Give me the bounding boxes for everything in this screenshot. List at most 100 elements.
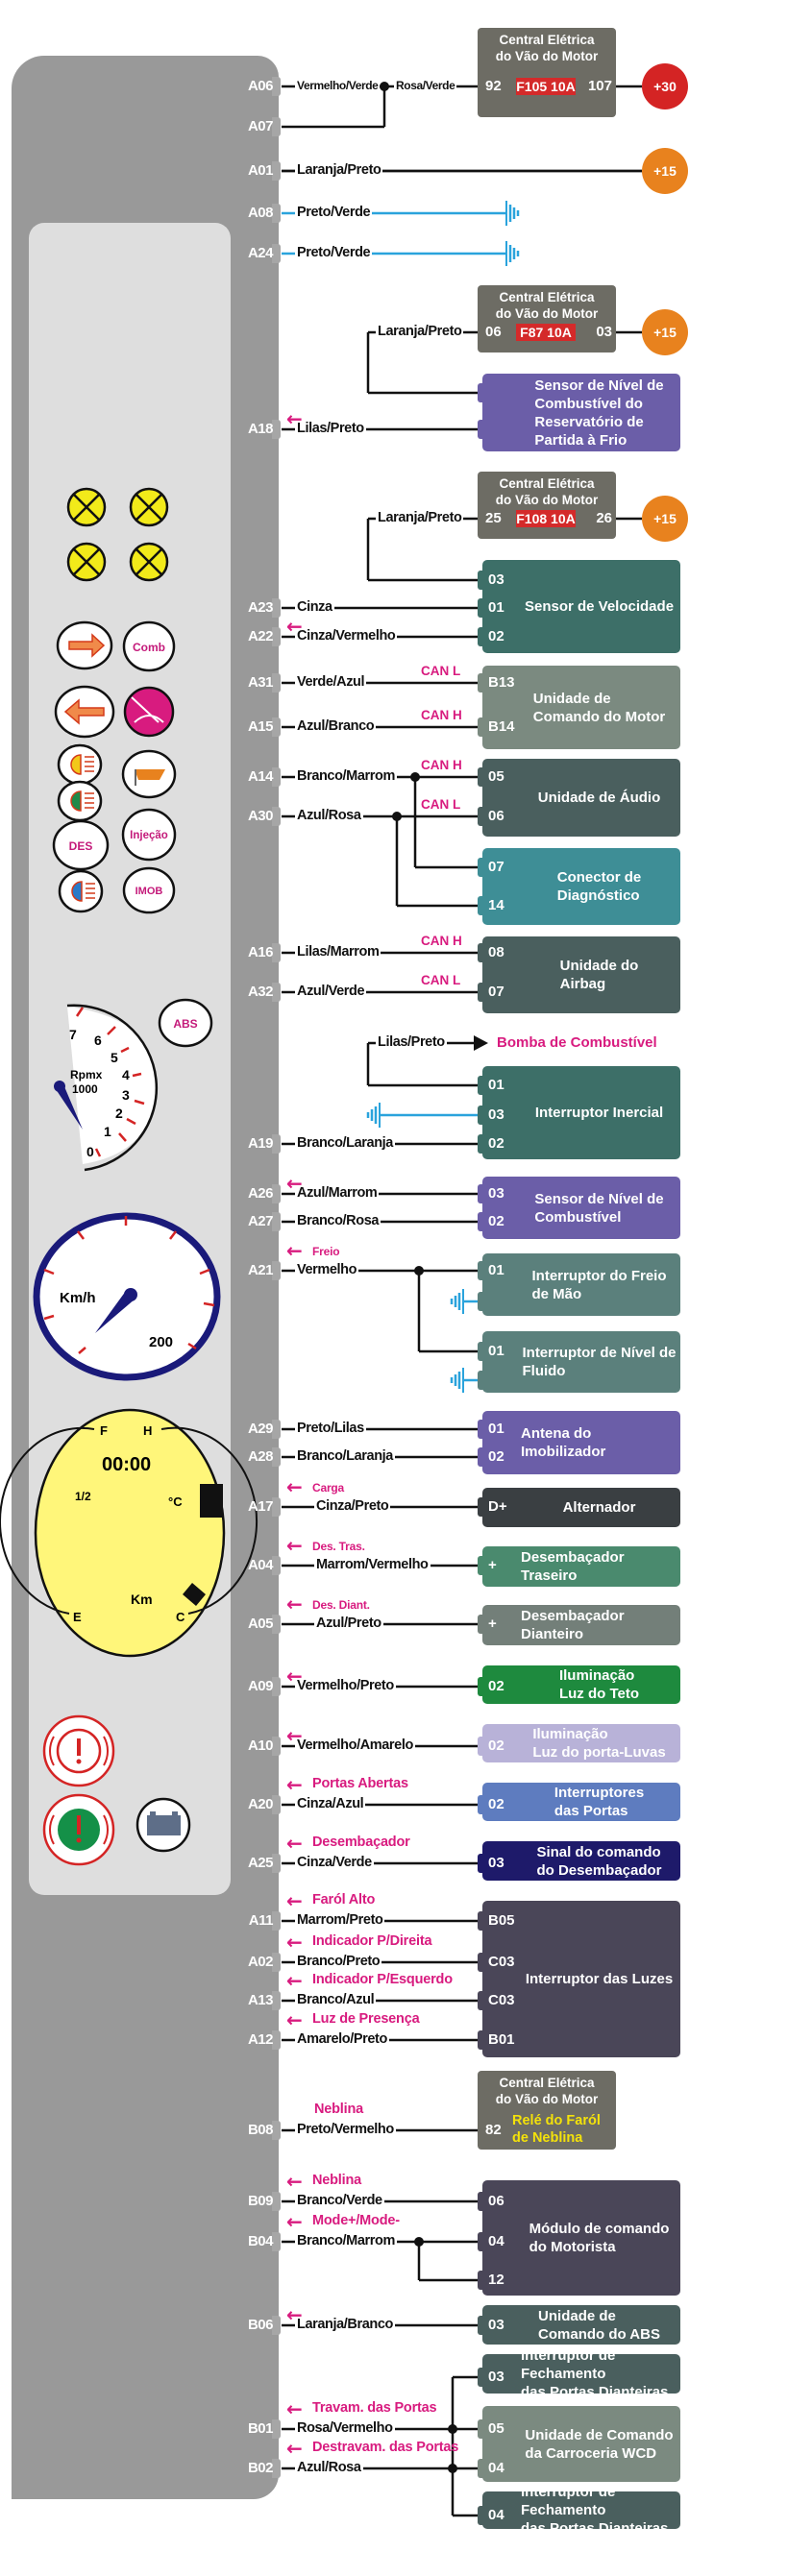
speed-needle [95,1291,135,1333]
pin-notch [478,896,485,915]
wire-color-label: Branco/Verde [295,2192,384,2209]
power-supply-3: +15 [642,496,688,542]
component-pin: 01 [488,1262,504,1278]
connector-pin-tab [272,1447,281,1467]
connector-pin-id: A04 [247,1557,274,1573]
arrow-left-icon: ← [286,2303,303,2326]
component-title: Sensor de Velocidade [524,598,675,615]
fuel-indicator [122,620,176,672]
signal-label: Indicador P/Direita [312,1933,432,1949]
component-pin: 05 [488,768,504,785]
fuel-pump-label: Bomba de Combustível [497,1034,657,1051]
connector-pin-id: A32 [247,984,274,1000]
pin-notch [478,1447,485,1467]
connector-pin-tab [272,1795,281,1814]
component-pin: 02 [488,1448,504,1465]
connector-pin-id: A13 [247,1992,274,2008]
bulb-icon [129,542,169,582]
temp-cold-label: C [176,1610,185,1624]
connector-pin-tab [272,598,281,618]
central-pin-out: 03 [596,324,612,340]
arrow-left-icon: ← [286,1832,303,1855]
pin-notch [478,2271,485,2290]
component-title: Antena do Imobilizador [521,1425,606,1460]
wire-color-label: Cinza/Preto [314,1497,391,1515]
pin-notch [478,2368,485,2387]
component-pin: 02 [488,1796,504,1812]
connector-pin-id: A12 [247,2031,274,2048]
tach-tick-6: 6 [94,1033,102,1048]
lamp-icon-group [66,487,169,582]
connector-pin-tab [272,627,281,646]
odometer-label: Km [131,1592,153,1607]
arrow-left-icon: ← [286,615,303,638]
connector-pin-id: A14 [247,768,274,785]
connector-pin-tab [272,2419,281,2439]
connector-pin-id: A05 [247,1616,274,1632]
headlamp-icon [71,881,95,902]
pin-notch [478,717,485,737]
component-title: Desembaçador Traseiro [521,1549,625,1584]
gauge-warning-icon [123,686,175,738]
connector-pin-id: A27 [247,1213,274,1229]
component-title: Unidade de Comando do ABS [538,2307,660,2343]
connector-pin-id: B02 [247,2460,274,2476]
component-title: Interruptor de Fechamento das Portas Dia… [521,2484,669,2537]
tach-tick-1: 1 [104,1124,111,1139]
component-pin: 08 [488,944,504,960]
component-pin: B01 [488,2031,515,2048]
tach-tick-5: 5 [111,1050,118,1065]
component-title: Módulo de comando do Motorista [529,2221,670,2255]
connector-pin-tab [272,767,281,787]
pin-notch [478,1677,485,1696]
wire-color-label: Laranja/Branco [295,2316,395,2333]
pin-notch [478,1615,485,1634]
central-pin-out: 26 [596,510,612,526]
connector-pin-tab [272,943,281,962]
temp-unit-label: °C [168,1495,183,1509]
signal-label: Travam. das Portas [312,2400,437,2416]
pin-notch [478,1556,485,1575]
connector-pin-tab [272,717,281,737]
arrow-left-icon: ← [286,407,303,430]
wire-color-label: Rosa/Verde [394,77,457,94]
pin-notch [478,1292,485,1311]
connector-pin-tab [272,673,281,693]
component-title: Unidade de Comando da Carroceria WCD [525,2426,674,2462]
fuel-temperature-gauge: F H 00:00 1/2 °C Km E C [0,1408,258,1658]
component-title: Iluminação Luz do Teto [558,1667,640,1702]
oil-can-icon [135,769,165,786]
component-pin: 14 [488,897,504,913]
ground-icon [450,1289,464,1314]
component-pin: C03 [488,1992,515,2008]
signal-label: Carga [312,1481,345,1495]
signal-label: Destravam. das Portas [312,2440,459,2455]
component-title: Desembaçador Dianteiro [521,1608,625,1642]
pin-notch [478,2506,485,2525]
component-title: Interruptor de Nível de Fluido [522,1345,677,1379]
arrow-left-icon: ← [286,2210,303,2233]
wire-color-label: Preto/Verde [295,204,373,221]
component-pin: 02 [488,1135,504,1152]
wire-color-label: Preto/Vermelho [295,2121,396,2138]
wire-color-label: Cinza/Verde [295,1854,374,1871]
immobilizer-indicator [122,866,176,914]
pin-notch [478,1737,485,1756]
component-pin: 02 [488,1738,504,1754]
component-pin: + [488,1616,497,1632]
wire-color-label: Azul/Preto [314,1615,383,1632]
wire-color-label: Verde/Azul [295,673,367,691]
wire-color-label: Cinza [295,598,334,616]
central-title: Central Elétrica do Vão do Motor [495,33,599,63]
can-bus-label: CAN H [421,934,462,948]
connector-pin-id: A21 [247,1262,274,1278]
component-title: Sensor de Nível de Combustível do Reserv… [534,377,664,449]
fuel-full-label: F [100,1423,108,1438]
pin-notch [478,2232,485,2251]
connector-pin-id: A25 [247,1855,274,1871]
abs-indicator-label: ABS [173,1017,197,1031]
wire-color-label: Vermelho/Preto [295,1677,396,1694]
